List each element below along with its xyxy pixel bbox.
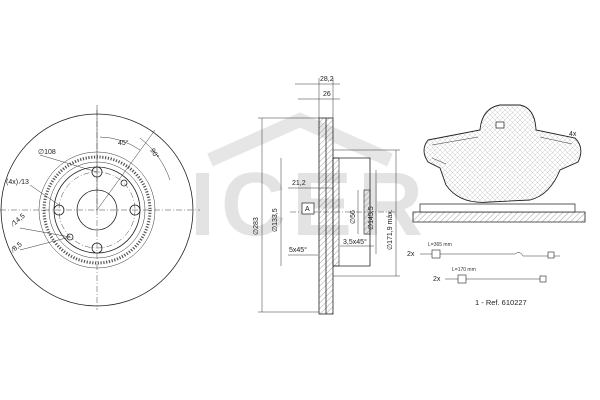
disc-section-view: 28,2 26 ∅283 ∅133,5 21,2 A 5x45° 3,5x45°…: [253, 76, 400, 315]
dim-hat-height: 21,2: [292, 180, 306, 187]
dim-centre-bore: ∅56: [350, 210, 357, 224]
wear-wire-1: 2x L=365 mm: [407, 242, 560, 259]
wire-1-length: L=365 mm: [428, 242, 452, 248]
pad-backing-plate: [412, 211, 586, 223]
wire-2-length: L=170 mm: [452, 267, 476, 273]
wire-2-connector: [457, 274, 467, 284]
wire-1-sensor: [547, 251, 555, 259]
dim-angle-45: 45°: [118, 139, 129, 147]
wear-wire-2: 2x L=170 mm: [433, 267, 547, 284]
dim-max-diameter: ∅171,9 máx.: [387, 209, 394, 250]
pad-chamfer-lines: [431, 136, 573, 165]
wire-1-connector: [431, 249, 441, 259]
dim-outer-diameter: ∅283: [253, 217, 260, 235]
pad-reference: 1 - Ref. 610227: [475, 298, 527, 307]
pad-clip-slot: [495, 121, 505, 129]
dim-bore: ∕14,5: [9, 213, 26, 229]
pin-hole-lower: [66, 233, 74, 241]
leader-bore: [19, 227, 71, 238]
pad-quantity: 4x: [569, 131, 577, 138]
dim-chamfer-2: 3,5x45°: [343, 238, 367, 246]
leader-pcd: [39, 154, 98, 173]
dim-hat-diameter: ∅133,5: [272, 208, 279, 232]
wire-1-line: [420, 250, 560, 257]
angle-line-45: [96, 129, 156, 211]
dim-min-thickness: 26: [323, 91, 331, 98]
wire-2-sensor: [539, 275, 547, 283]
dim-bolt-circle: ∅145,5: [368, 206, 375, 230]
dim-pcd: ∅108: [38, 149, 56, 156]
pin-hole-upper: [120, 179, 128, 187]
angle-arc-90: [139, 137, 171, 181]
dim-angle-90: 90°: [148, 147, 160, 160]
leader-pin: [19, 236, 71, 251]
pad-side-profile: [419, 203, 576, 213]
disc-front-view: ∅108 (4x) ∕13 ∕14,5 ∕8,5 45° 90°: [0, 105, 200, 310]
brake-pad-view: 4x 2x L=365 mm 2x L=170 mm 1 - Ref. 6102…: [407, 104, 586, 307]
wire-1-qty: 2x: [407, 251, 415, 258]
bolt-hole-right: [129, 204, 141, 216]
leader-holes: [29, 184, 60, 206]
pad-friction-material: [423, 104, 582, 203]
angle-arc-45: [99, 136, 141, 151]
datum-box: [301, 202, 315, 215]
bolt-hole-bottom: [91, 242, 103, 254]
datum-label: A: [305, 206, 310, 213]
dim-overall-thickness: 28,2: [320, 76, 334, 83]
dim-chamfer-1: 5x45°: [289, 246, 307, 254]
wire-2-qty: 2x: [433, 276, 441, 283]
dim-holes: (4x) ∕13: [6, 179, 29, 186]
